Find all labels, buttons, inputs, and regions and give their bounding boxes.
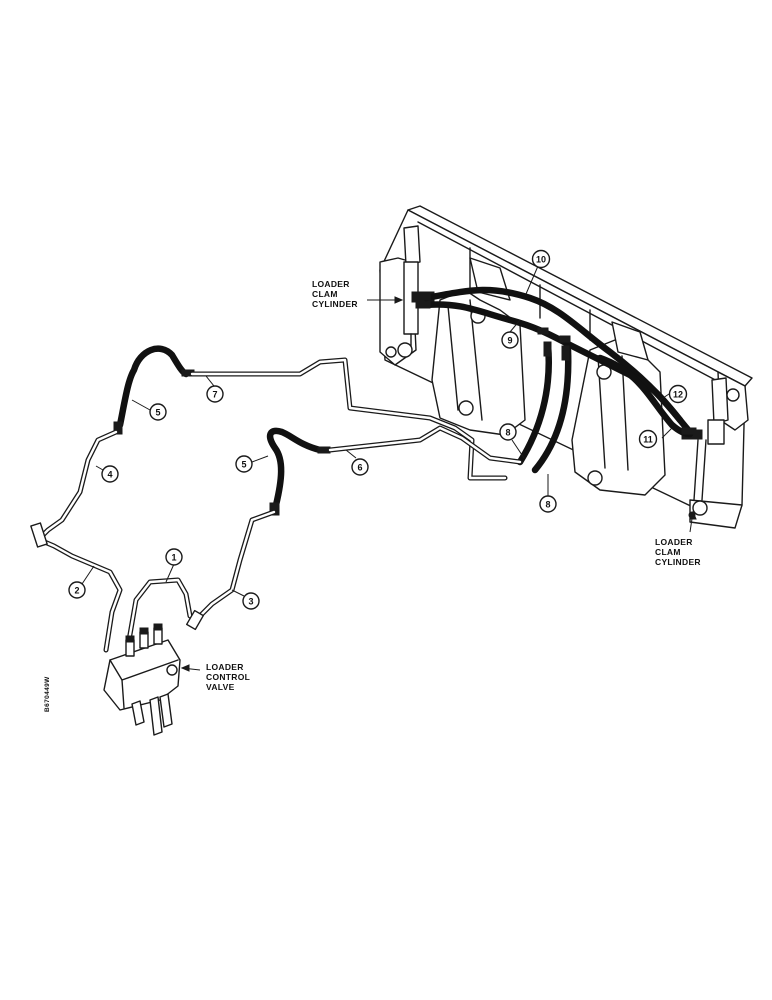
reference-code: B670449W xyxy=(44,676,51,712)
tube-1 xyxy=(125,577,193,649)
svg-text:2: 2 xyxy=(74,586,79,596)
svg-text:CYLINDER: CYLINDER xyxy=(655,557,701,567)
callout-8-upper: 8 xyxy=(499,423,517,441)
callout-6: 6 xyxy=(351,458,369,476)
tube-2 xyxy=(37,537,123,653)
callout-3: 3 xyxy=(242,592,260,610)
svg-text:9: 9 xyxy=(507,336,512,346)
svg-text:CYLINDER: CYLINDER xyxy=(312,299,358,309)
callout-4: 4 xyxy=(101,465,119,483)
callout-9: 9 xyxy=(501,331,519,349)
callout-2: 2 xyxy=(68,581,86,599)
tube-6 xyxy=(327,425,523,465)
hose-5-upper xyxy=(116,345,190,429)
svg-text:6: 6 xyxy=(357,463,362,473)
tube-3 xyxy=(195,509,277,621)
hose-9 xyxy=(422,301,694,436)
hose-8 xyxy=(516,341,572,474)
label-left-clam-cylinder: LOADER CLAM CYLINDER xyxy=(312,279,358,309)
svg-text:1: 1 xyxy=(171,553,176,563)
svg-text:5: 5 xyxy=(241,460,246,470)
svg-text:5: 5 xyxy=(155,408,160,418)
svg-text:7: 7 xyxy=(212,390,217,400)
svg-text:11: 11 xyxy=(643,435,653,445)
svg-text:3: 3 xyxy=(248,597,253,607)
svg-text:CLAM: CLAM xyxy=(655,547,681,557)
svg-text:8: 8 xyxy=(505,428,510,438)
loader-control-valve xyxy=(103,623,181,736)
svg-text:LOADER: LOADER xyxy=(655,537,693,547)
callout-8-lower: 8 xyxy=(539,495,557,513)
svg-text:10: 10 xyxy=(536,255,546,265)
label-control-valve: LOADER CONTROL VALVE xyxy=(206,662,250,692)
label-right-clam-cylinder: LOADER CLAM CYLINDER xyxy=(655,537,701,567)
callout-7: 7 xyxy=(206,385,224,403)
callout-5-upper: 5 xyxy=(149,403,167,421)
svg-text:12: 12 xyxy=(673,390,683,400)
svg-text:8: 8 xyxy=(545,500,550,510)
callout-5-lower: 5 xyxy=(235,455,253,473)
callout-1: 1 xyxy=(165,548,183,566)
svg-text:4: 4 xyxy=(107,470,112,480)
svg-text:CLAM: CLAM xyxy=(312,289,338,299)
hose-5-lower xyxy=(266,427,324,509)
svg-text:LOADER: LOADER xyxy=(206,662,244,672)
svg-text:VALVE: VALVE xyxy=(206,682,235,692)
callout-12: 12 xyxy=(668,384,688,404)
callout-11: 11 xyxy=(638,429,658,449)
tube-4 xyxy=(37,429,119,541)
tube-7 xyxy=(189,357,508,481)
svg-text:LOADER: LOADER xyxy=(312,279,350,289)
callout-10: 10 xyxy=(531,249,551,269)
svg-text:CONTROL: CONTROL xyxy=(206,672,250,682)
